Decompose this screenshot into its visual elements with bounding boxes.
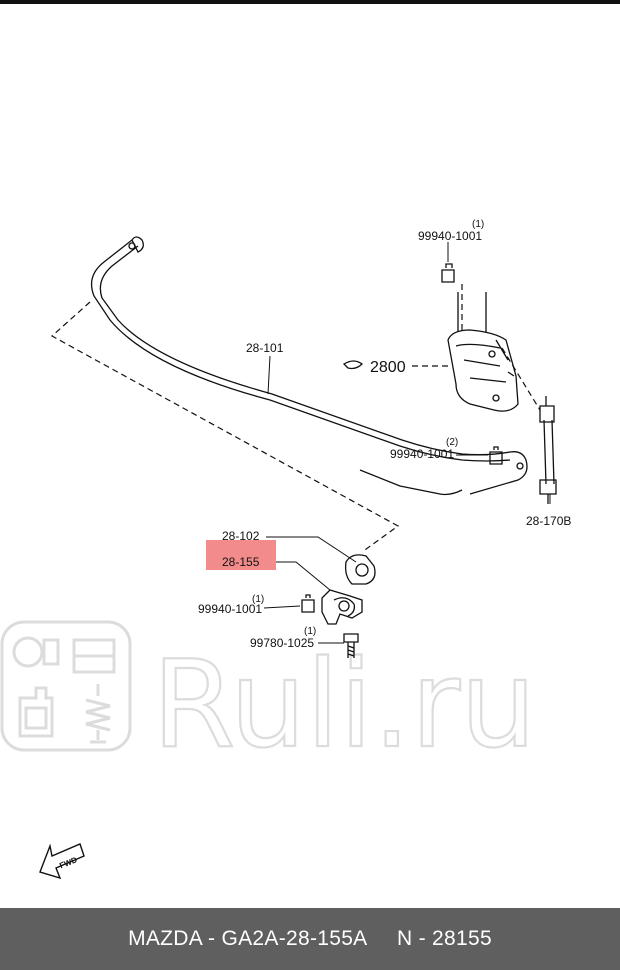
- callout-assembly-ref: 2800: [370, 359, 406, 376]
- watermark: Ruli.ru: [0, 620, 537, 776]
- parts-diagram: Ruli.ru: [0, 219, 571, 880]
- callout-nut-bracket: 99940-1001: [198, 602, 262, 616]
- callout-bolt-qty: (1): [304, 626, 316, 637]
- phantom-lines: [50, 284, 541, 553]
- callout-bracket: 28-155: [222, 555, 260, 569]
- callout-nut-link: 99940-1001: [390, 447, 454, 461]
- callout-nut-top-qty: (1): [472, 219, 484, 230]
- nut-bracket-icon: [301, 594, 315, 613]
- callout-bolt: 99780-1025: [250, 636, 314, 650]
- footer-part-number: MAZDA - GA2A-28-155A N - 28155: [128, 927, 492, 950]
- pointing-hand-icon: [342, 360, 363, 370]
- piston-icon: [12, 636, 60, 668]
- callout-nut-link-qty: (2): [446, 437, 458, 448]
- leader-lines: [263, 242, 551, 644]
- callout-nut-bracket-qty: (1): [252, 594, 264, 605]
- nut-link-icon: [489, 446, 503, 465]
- fwd-arrow-icon: FWD: [39, 843, 85, 880]
- highlight-box: [206, 540, 276, 570]
- watermark-text: Ruli.ru: [152, 636, 536, 775]
- shock-absorber-icon: [85, 684, 111, 744]
- oil-bottle-icon: [18, 686, 54, 738]
- bolt-part: [343, 633, 359, 658]
- stabilizer-link: [539, 396, 557, 504]
- strut-housing: [342, 292, 519, 412]
- callout-bushing: 28-102: [222, 529, 260, 543]
- nut-top-icon: [441, 263, 455, 283]
- door-icon: [72, 638, 116, 674]
- callout-nut-top: 99940-1001: [418, 229, 482, 243]
- callout-bar: 28-101: [246, 341, 284, 355]
- watermark-badge: [0, 620, 132, 752]
- bushing-part: [344, 554, 376, 585]
- footer-bar: MAZDA - GA2A-28-155A N - 28155: [0, 908, 620, 970]
- callout-link: 28-170B: [526, 514, 571, 528]
- stabilizer-bar: [90, 236, 528, 496]
- top-border: [0, 0, 620, 4]
- bracket-part: [321, 589, 363, 625]
